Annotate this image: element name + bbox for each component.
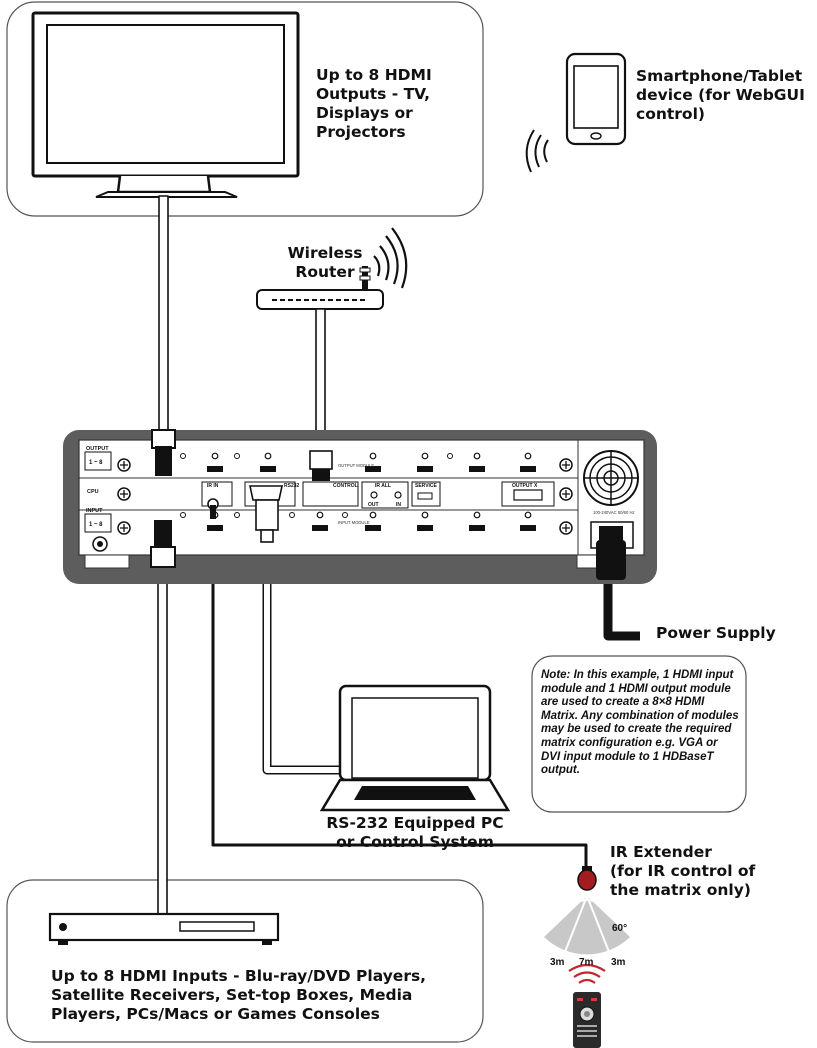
screw-cross bbox=[562, 524, 570, 532]
panel-input-module-label: INPUT MODULE bbox=[338, 520, 370, 525]
hdmi-port bbox=[417, 466, 433, 472]
lan-connector bbox=[309, 450, 333, 481]
note-text: Note: In this example, 1 HDMI input modu… bbox=[541, 669, 739, 777]
ir-range-center: 7m bbox=[579, 957, 594, 968]
output-x-box bbox=[501, 481, 555, 507]
port-led bbox=[264, 452, 272, 460]
inputs-label: Up to 8 HDMI Inputs - Blu-ray/DVD Player… bbox=[51, 967, 427, 1023]
pc-label: RS-232 Equipped PC or Control System bbox=[326, 814, 504, 851]
port-hole bbox=[180, 512, 186, 518]
service-box bbox=[411, 481, 441, 507]
panel-cpu-label: CPU bbox=[87, 489, 99, 495]
ir-all-box bbox=[361, 481, 409, 509]
note-box bbox=[531, 655, 747, 813]
ir-jack bbox=[207, 498, 219, 519]
ir-range-fan bbox=[544, 895, 630, 958]
hdmi-port bbox=[469, 466, 485, 472]
dvi-port bbox=[513, 489, 543, 501]
port-hole bbox=[234, 512, 240, 518]
panel-in-label: IN bbox=[396, 502, 401, 508]
port-hole bbox=[447, 453, 453, 459]
screw-cross bbox=[562, 461, 570, 469]
port-hole bbox=[342, 512, 348, 518]
port-led bbox=[421, 511, 429, 519]
panel-service-label: SERVICE bbox=[415, 483, 438, 489]
hdmi-port bbox=[260, 466, 276, 472]
ground-terminal-center bbox=[97, 541, 103, 547]
panel-irin-label: IR IN bbox=[207, 483, 219, 489]
hdmi-port bbox=[417, 525, 433, 531]
outputs-label: Up to 8 HDMI Outputs - TV, Displays or P… bbox=[316, 66, 432, 141]
ir-range-right: 3m bbox=[611, 957, 626, 968]
hdmi-input-connector bbox=[150, 520, 176, 568]
screw-cross bbox=[562, 490, 570, 498]
panel-out-label: OUT bbox=[368, 502, 379, 508]
cables bbox=[157, 195, 640, 917]
port-led bbox=[524, 452, 532, 460]
port-led bbox=[524, 511, 532, 519]
hdmi-port bbox=[207, 466, 223, 472]
hdmi-port bbox=[365, 466, 381, 472]
panel-output-label: OUTPUT bbox=[86, 446, 109, 452]
hdmi-port bbox=[312, 525, 328, 531]
panel-input-range: 1 ~ 8 bbox=[89, 522, 103, 528]
ir-signal-waves bbox=[568, 963, 606, 984]
tv-icon bbox=[31, 11, 300, 198]
panel-output-range: 1 ~ 8 bbox=[89, 460, 103, 466]
screw-cross bbox=[120, 461, 128, 469]
ir-extender-icon bbox=[577, 866, 597, 891]
port-led bbox=[369, 511, 377, 519]
remote-control-icon bbox=[573, 992, 601, 1048]
hdmi-port bbox=[520, 525, 536, 531]
port-led bbox=[473, 511, 481, 519]
hdmi-port bbox=[207, 525, 223, 531]
panel-power-rating: 100-240VAC 50/60 Hz bbox=[593, 510, 635, 515]
ir-extender-label: IR Extender (for IR control of the matri… bbox=[610, 843, 756, 899]
power-plug-icon bbox=[596, 526, 626, 580]
panel-output-module-label: OUTPUT MODULE bbox=[338, 463, 374, 468]
ir-range-left: 3m bbox=[550, 957, 565, 968]
port-hole bbox=[234, 453, 240, 459]
ir-angle-label: 60° bbox=[612, 923, 628, 934]
ir-out-jack bbox=[370, 491, 378, 499]
wifi-waves-icon bbox=[525, 129, 549, 173]
port-led bbox=[421, 452, 429, 460]
panel-irall-label: IR ALL bbox=[375, 483, 391, 489]
fan-icon bbox=[583, 450, 639, 506]
laptop-icon bbox=[319, 684, 511, 812]
port-hole bbox=[180, 453, 186, 459]
bluray-player-icon bbox=[48, 912, 280, 945]
port-led bbox=[473, 452, 481, 460]
screw-cross bbox=[120, 490, 128, 498]
port-led bbox=[369, 452, 377, 460]
hdmi-port bbox=[520, 466, 536, 472]
port-hole bbox=[289, 512, 295, 518]
tablet-label: Smartphone/Tablet device (for WebGUI con… bbox=[636, 67, 805, 123]
panel-control-label: CONTROL bbox=[333, 483, 358, 489]
tablet-icon bbox=[565, 52, 627, 146]
port-led bbox=[211, 452, 219, 460]
panel-outputx-label: OUTPUT X bbox=[512, 483, 538, 489]
hdmi-port bbox=[365, 525, 381, 531]
service-port bbox=[417, 492, 433, 500]
router-label: Wireless Router bbox=[287, 244, 363, 281]
port-led bbox=[316, 511, 324, 519]
rs232-connector bbox=[249, 485, 283, 543]
control-box bbox=[302, 481, 359, 507]
panel-input-label: INPUT bbox=[86, 508, 103, 514]
ir-in-jack bbox=[394, 491, 402, 499]
screw-cross bbox=[120, 524, 128, 532]
power-supply-label: Power Supply bbox=[656, 624, 776, 642]
hdmi-output-connector bbox=[151, 429, 176, 476]
panel-rs232-label: RS232 bbox=[284, 483, 300, 489]
hdmi-port bbox=[469, 525, 485, 531]
